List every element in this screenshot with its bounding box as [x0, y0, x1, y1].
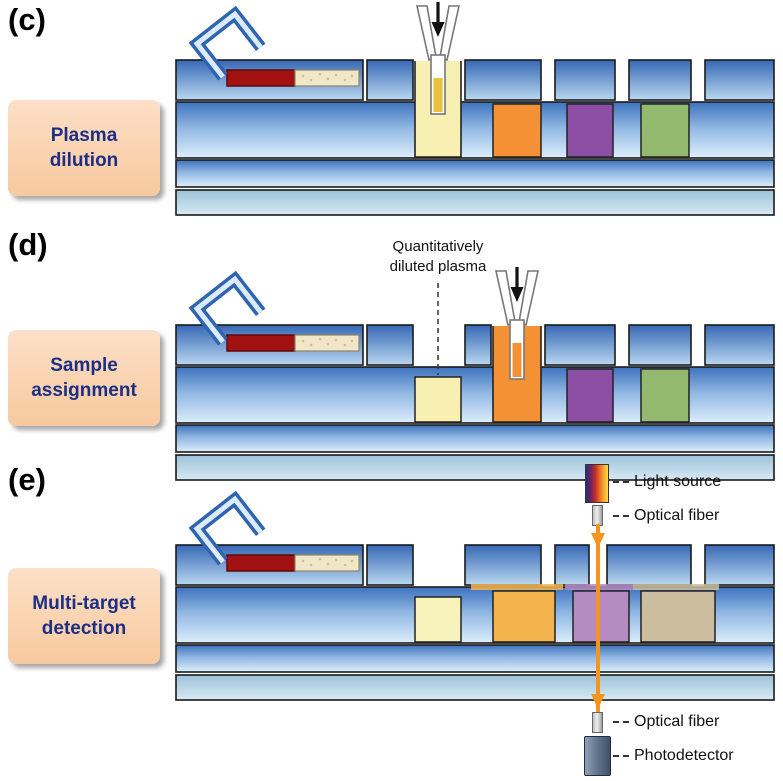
- diluent-channel: [294, 334, 360, 352]
- pipette-icon: [416, 5, 460, 115]
- pipette-liquid: [433, 78, 443, 112]
- chip-cross-section-d: [175, 267, 775, 481]
- chip-mid-layer: [175, 644, 775, 673]
- cap-block: [366, 324, 414, 366]
- well-green: [640, 368, 690, 423]
- photodetector-icon: [584, 736, 611, 776]
- cap-block: [464, 544, 542, 586]
- chip-base-layer: [175, 674, 775, 701]
- pipette-liquid: [512, 343, 522, 377]
- diluent-speckles: [301, 337, 354, 347]
- cap-block: [366, 59, 414, 101]
- clamp-icon: [188, 5, 266, 81]
- well-detect-mauve: [572, 590, 630, 643]
- cap-block: [366, 544, 414, 586]
- panel-letter-e: (e): [8, 462, 46, 497]
- label-light-source: Light source: [613, 473, 721, 491]
- clamp-icon: [188, 490, 266, 566]
- cap-block: [704, 59, 775, 101]
- pipette-icon: [495, 270, 539, 380]
- well-dilution-yellow: [414, 376, 462, 423]
- panel-sample-assignment: (d) Sample assignment Quantitatively dil…: [0, 225, 783, 481]
- arrow-down-icon: [510, 267, 524, 302]
- step-label-multi-target-detection: Multi-target detection: [8, 568, 160, 664]
- chip-mid-layer: [175, 159, 775, 188]
- light-source-icon: [585, 464, 609, 503]
- cap-block: [554, 544, 590, 586]
- diluent-speckles: [301, 72, 354, 82]
- chip-base-layer: [175, 189, 775, 216]
- step-label-line1: Multi-target: [32, 592, 136, 614]
- cap-block: [704, 324, 775, 366]
- leader-dash: [613, 481, 629, 483]
- well-orange: [492, 103, 542, 158]
- diluent-speckles: [301, 557, 354, 567]
- step-label-line2: dilution: [49, 150, 119, 171]
- liquid-film-tan: [633, 584, 719, 590]
- cap-block: [628, 324, 692, 366]
- light-beam: [591, 524, 605, 714]
- leader-dash: [613, 721, 629, 723]
- cap-block: [464, 59, 542, 101]
- diluent-channel: [294, 554, 360, 572]
- well-detect-orange: [492, 590, 556, 643]
- well-detect-yellow: [414, 596, 462, 643]
- well-purple: [566, 368, 614, 423]
- leader-dash: [613, 755, 629, 757]
- plasma-channel: [226, 334, 296, 352]
- panel-letter-c: (c): [8, 2, 46, 37]
- clamp-icon: [188, 270, 266, 346]
- label-photodetector: Photodetector: [613, 747, 734, 765]
- optical-fiber-top-icon: [592, 505, 603, 526]
- step-label-sample-assignment: Sample assignment: [8, 330, 160, 426]
- cap-block: [554, 59, 616, 101]
- chip-mid-layer: [175, 424, 775, 453]
- cap-block: [464, 324, 492, 366]
- label-optical-fiber-top: Optical fiber: [613, 507, 719, 525]
- panel-letter-d: (d): [8, 227, 48, 262]
- cap-block: [628, 59, 692, 101]
- step-label-line2: assignment: [31, 380, 137, 401]
- step-label-line1: Plasma: [50, 124, 118, 146]
- leader-dash: [613, 515, 629, 517]
- cap-block: [606, 544, 692, 586]
- well-purple: [566, 103, 614, 158]
- chip-cross-section-c: [175, 2, 775, 216]
- step-label-plasma-dilution: Plasma dilution: [8, 100, 160, 196]
- annotation-diluted-plasma: Quantitatively diluted plasma: [389, 238, 487, 275]
- chip-cross-section-e: [175, 490, 775, 701]
- panel-plasma-dilution: (c) Plasma dilution: [0, 0, 783, 225]
- plasma-channel: [226, 554, 296, 572]
- beam-arrowhead-bottom: [591, 694, 605, 709]
- diluent-channel: [294, 69, 360, 87]
- panel-multi-target-detection: (e) Multi-target detection: [0, 460, 783, 781]
- plasma-channel: [226, 69, 296, 87]
- optical-fiber-bottom-icon: [592, 712, 603, 733]
- well-green: [640, 103, 690, 158]
- cap-block: [704, 544, 775, 586]
- beam-arrowhead-top: [591, 533, 605, 548]
- chip-cap-blocks: [175, 324, 775, 366]
- chip-cap-blocks: [175, 59, 775, 101]
- liquid-film-orange: [471, 584, 563, 590]
- label-optical-fiber-bottom: Optical fiber: [613, 713, 719, 731]
- step-label-line2: detection: [41, 618, 127, 639]
- step-label-line1: Sample: [50, 354, 118, 376]
- well-detect-tan: [640, 590, 716, 643]
- chip-base-layer: [175, 454, 775, 481]
- arrow-down-icon: [431, 2, 445, 37]
- cap-block: [544, 324, 616, 366]
